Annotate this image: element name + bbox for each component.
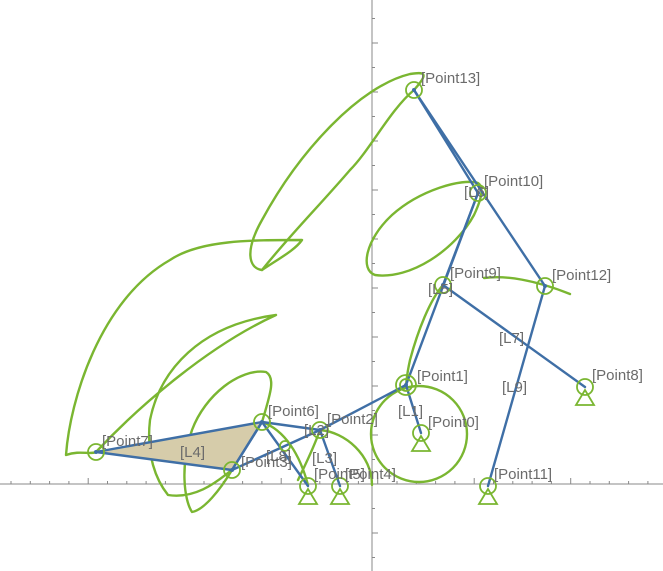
joint-point5[interactable] xyxy=(299,477,317,495)
joint-point10[interactable] xyxy=(469,184,487,202)
ground-triangle-point8 xyxy=(574,388,596,406)
joints xyxy=(87,81,594,495)
label-point0: [Point0] xyxy=(428,414,479,431)
link-labels: [L6] [L5] [L7] [L9] [L1] [L4] [L2] [L3] … xyxy=(180,184,527,467)
label-point7: [Point7] xyxy=(102,433,153,450)
ground-supports xyxy=(297,388,596,505)
link-point3-point2 xyxy=(230,428,322,472)
joint-point11[interactable] xyxy=(479,477,497,495)
label-l1: [L1] xyxy=(398,403,423,420)
ground-triangle-point0 xyxy=(410,434,432,452)
links xyxy=(230,88,587,488)
label-point4: [Point4] xyxy=(345,466,396,483)
label-point10: [Point10] xyxy=(484,173,543,190)
point-labels: [Point13] [Point10] [Point9] [Point12] [… xyxy=(102,70,643,483)
label-point2: [Point2] xyxy=(327,411,378,428)
joint-point6[interactable] xyxy=(253,413,271,431)
label-l5: [L5] xyxy=(428,281,453,298)
label-point3: [Point3] xyxy=(241,454,292,471)
trace-curve-upper-loop xyxy=(260,88,416,272)
label-point6: [Point6] xyxy=(268,403,319,420)
ground-triangle-point4 xyxy=(329,487,351,505)
trace-curve-point6-loop xyxy=(183,370,273,514)
label-point1: [Point1] xyxy=(417,368,468,385)
joint-point9[interactable] xyxy=(434,276,452,294)
label-l7: [L7] xyxy=(499,330,524,347)
label-point13: [Point13] xyxy=(421,70,480,87)
trace-curve-point10-loop xyxy=(365,180,483,277)
label-point5: [Point5] xyxy=(314,466,365,483)
joint-point3[interactable] xyxy=(223,461,241,479)
ground-triangle-point11 xyxy=(477,487,499,505)
link-point12-point11 xyxy=(486,284,547,488)
ground-triangle-point5 xyxy=(297,487,319,505)
link-point6-point3 xyxy=(230,420,264,472)
trace-curve-point12 xyxy=(482,275,572,296)
label-l3: [L3] xyxy=(312,450,337,467)
label-l9: [L9] xyxy=(502,379,527,396)
joint-point0[interactable] xyxy=(412,424,430,442)
label-point12: [Point12] xyxy=(552,267,611,284)
label-point8: [Point8] xyxy=(592,367,643,384)
label-l8: [L8] xyxy=(266,448,291,465)
joint-point8[interactable] xyxy=(576,378,594,396)
label-l6: [L6] xyxy=(464,184,489,201)
label-l2: [L2] xyxy=(304,422,329,439)
joint-small-l2 xyxy=(279,440,291,452)
label-point11: [Point11] xyxy=(494,466,552,483)
trace-curve-point0-circle xyxy=(369,384,469,484)
link-point1-point2 xyxy=(318,383,408,432)
link-point10-point1 xyxy=(404,191,480,387)
joint-point13[interactable] xyxy=(405,81,423,99)
link-point6-point2 xyxy=(260,420,322,432)
link-point13-point12 xyxy=(412,88,547,288)
link-point9-point8 xyxy=(441,283,587,389)
link-point2-point4 xyxy=(318,428,342,488)
link-point6-point5 xyxy=(260,420,310,488)
label-l4: [L4] xyxy=(180,444,205,461)
joint-point4[interactable] xyxy=(331,477,349,495)
joint-point12[interactable] xyxy=(536,277,554,295)
label-point9: [Point9] xyxy=(450,265,501,282)
joint-point7[interactable] xyxy=(87,443,105,461)
joint-point1[interactable] xyxy=(395,374,417,396)
trace-curve-large-loop xyxy=(64,71,425,497)
joint-point2[interactable] xyxy=(311,421,329,439)
